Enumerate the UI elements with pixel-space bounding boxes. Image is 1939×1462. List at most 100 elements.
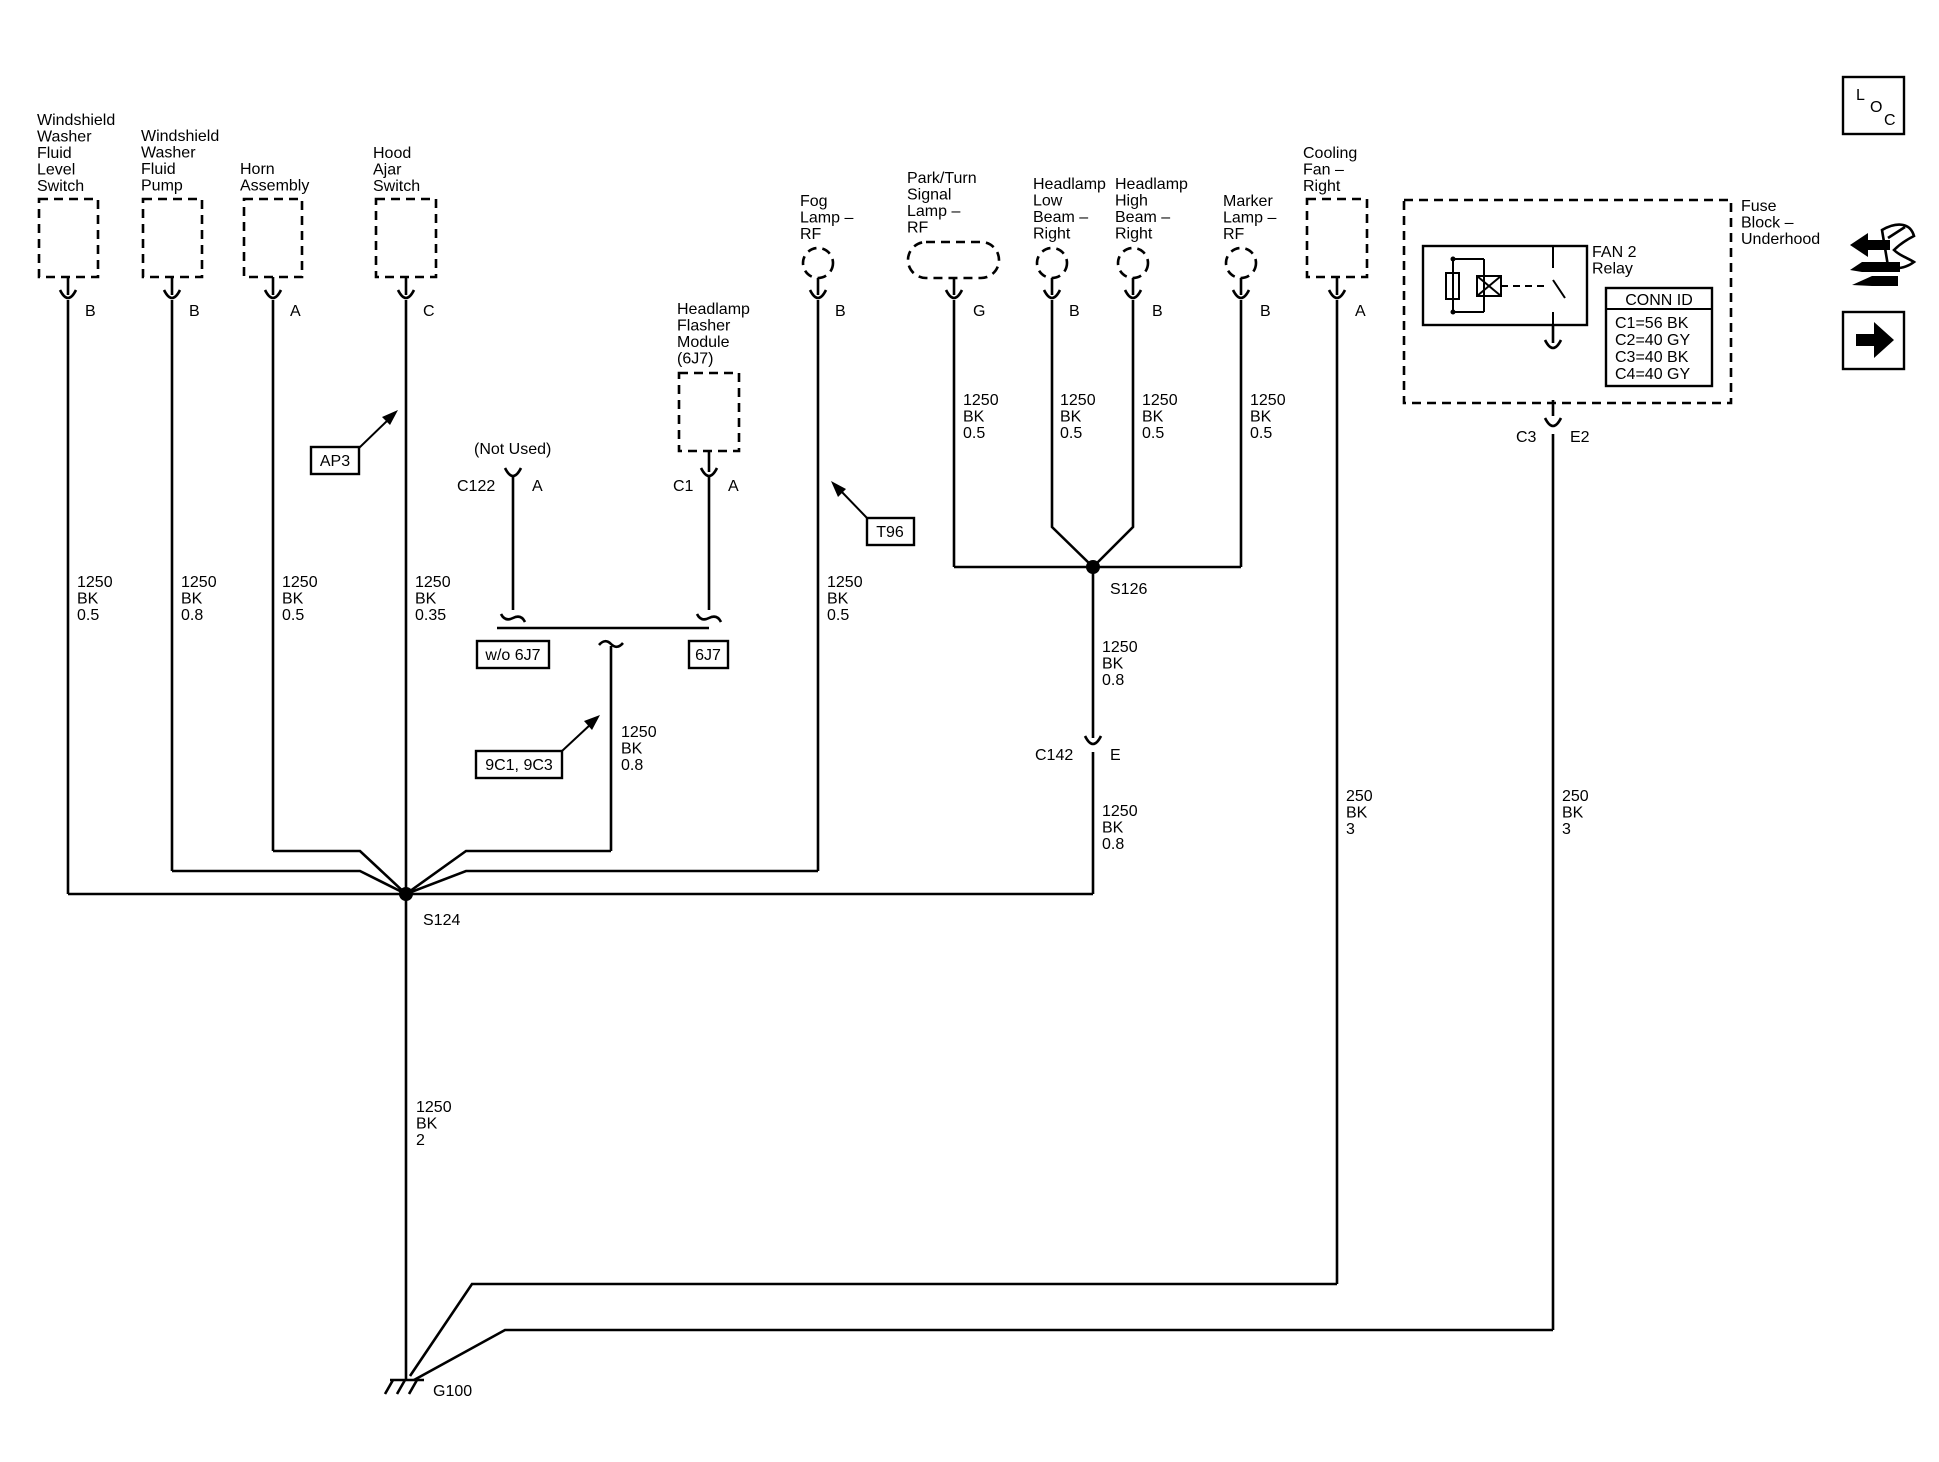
label-fan2-relay-line: Relay bbox=[1592, 261, 1633, 278]
label-washer-level-switch-line: Switch bbox=[37, 178, 84, 195]
label-hood-ajar-switch-line: Ajar bbox=[373, 162, 402, 179]
label-flasher-module-line: (6J7) bbox=[677, 351, 713, 368]
label-park-turn-lamp-line: RF bbox=[907, 220, 929, 237]
wire-label-w4-line: BK bbox=[415, 591, 437, 608]
park-turn-lamp-icon bbox=[906, 240, 1001, 280]
svg-text:O: O bbox=[1870, 99, 1882, 116]
wire-label-w1-line: 1250 bbox=[77, 574, 113, 591]
svg-text:C2=40 GY: C2=40 GY bbox=[1615, 332, 1690, 349]
wire-label-s126-line: BK bbox=[1102, 656, 1124, 673]
wire-label-park-line: BK bbox=[963, 409, 985, 426]
ref-t96: T96 bbox=[865, 516, 916, 547]
pin-p7: B bbox=[1069, 303, 1080, 320]
label-high-beam-line: Headlamp bbox=[1115, 176, 1188, 193]
ground-g100-icon bbox=[383, 1378, 424, 1395]
wire-label-high-line: 1250 bbox=[1142, 392, 1178, 409]
pin-p9: B bbox=[1260, 303, 1271, 320]
wire-label-marker-line: BK bbox=[1250, 409, 1272, 426]
label-washer-pump-line: Washer bbox=[141, 145, 196, 162]
label-washer-pump-line: Fluid bbox=[141, 161, 176, 178]
svg-text:9C1, 9C3: 9C1, 9C3 bbox=[485, 757, 553, 774]
wire-label-marker-line: 1250 bbox=[1250, 392, 1286, 409]
wire-label-w1-line: 0.5 bbox=[77, 607, 99, 624]
hood-ajar-box bbox=[374, 197, 438, 279]
pin-p10: A bbox=[1355, 303, 1366, 320]
wire-label-w5-line: 0.5 bbox=[827, 607, 849, 624]
label-flasher-module-line: Module bbox=[677, 334, 730, 351]
connector-c3: C3 bbox=[1516, 429, 1537, 446]
label-cooling-fan-line: Right bbox=[1303, 178, 1341, 195]
wire-label-w2-line: 1250 bbox=[181, 574, 217, 591]
tools-icon[interactable] bbox=[1850, 223, 1917, 286]
wire-label-fuse-line: 250 bbox=[1562, 788, 1589, 805]
label-low-beam-line: Beam – bbox=[1033, 209, 1088, 226]
label-fan2-relay-line: FAN 2 bbox=[1592, 244, 1637, 261]
label-fuse-block-line: Block – bbox=[1741, 215, 1794, 232]
splice-s126-dot bbox=[1086, 560, 1100, 574]
ref-ap3: AP3 bbox=[309, 445, 361, 476]
label-fuse-block-line: Fuse bbox=[1741, 198, 1777, 215]
not-used-label: (Not Used) bbox=[474, 441, 551, 458]
wire-label-w4-line: 1250 bbox=[415, 574, 451, 591]
fan2-relay-symbol bbox=[1421, 244, 1589, 327]
wire-label-main-line: BK bbox=[416, 1116, 438, 1133]
wire-label-w3-line: BK bbox=[282, 591, 304, 608]
washer-level-switch-box bbox=[37, 197, 100, 279]
svg-text:T96: T96 bbox=[876, 524, 904, 541]
fuse-block-box bbox=[1402, 198, 1733, 405]
label-hood-ajar-switch-line: Hood bbox=[373, 145, 411, 162]
label-high-beam-line: Right bbox=[1115, 226, 1153, 243]
svg-text:C4=40 GY: C4=40 GY bbox=[1615, 366, 1690, 383]
label-low-beam-line: Headlamp bbox=[1033, 176, 1106, 193]
svg-text:L: L bbox=[1856, 87, 1865, 104]
label-marker-lamp-line: Lamp – bbox=[1223, 210, 1276, 227]
pin-p6: G bbox=[973, 303, 985, 320]
wire-label-c142-line: 1250 bbox=[1102, 803, 1138, 820]
wire-label-fan-line: BK bbox=[1346, 805, 1368, 822]
label-cooling-fan-line: Fan – bbox=[1303, 162, 1344, 179]
svg-text:AP3: AP3 bbox=[320, 453, 350, 470]
label-park-turn-lamp-line: Lamp – bbox=[907, 203, 960, 220]
svg-text:CONN ID: CONN ID bbox=[1625, 292, 1693, 309]
label-low-beam-line: Low bbox=[1033, 193, 1063, 210]
wire-label-s126-line: 1250 bbox=[1102, 639, 1138, 656]
wire-label-c142-line: 0.8 bbox=[1102, 836, 1124, 853]
pin-p3: A bbox=[290, 303, 301, 320]
next-page-icon[interactable] bbox=[1841, 310, 1906, 371]
wire-label-main-line: 1250 bbox=[416, 1099, 452, 1116]
connector-c122: C122 bbox=[457, 478, 495, 495]
label-high-beam-line: Beam – bbox=[1115, 209, 1170, 226]
label-fog-lamp-line: RF bbox=[800, 226, 822, 243]
svg-text:C1=56 BK: C1=56 BK bbox=[1615, 315, 1689, 332]
ref-9c1-9c3: 9C1, 9C3 bbox=[474, 749, 564, 780]
pin-p5: B bbox=[835, 303, 846, 320]
label-cooling-fan-line: Cooling bbox=[1303, 145, 1357, 162]
high-beam-icon bbox=[1116, 246, 1150, 280]
pin-p8: B bbox=[1152, 303, 1163, 320]
wire-label-low-line: 1250 bbox=[1060, 392, 1096, 409]
pin-c142: E bbox=[1110, 747, 1121, 764]
wire-label-fuse-line: BK bbox=[1562, 805, 1584, 822]
wire-label-w5-line: BK bbox=[827, 591, 849, 608]
label-washer-pump-line: Pump bbox=[141, 178, 183, 195]
wire-label-w2-line: 0.8 bbox=[181, 607, 203, 624]
svg-text:C3=40 BK: C3=40 BK bbox=[1615, 349, 1689, 366]
loc-icon[interactable]: L O C bbox=[1841, 75, 1906, 136]
wire-label-high-line: BK bbox=[1142, 409, 1164, 426]
